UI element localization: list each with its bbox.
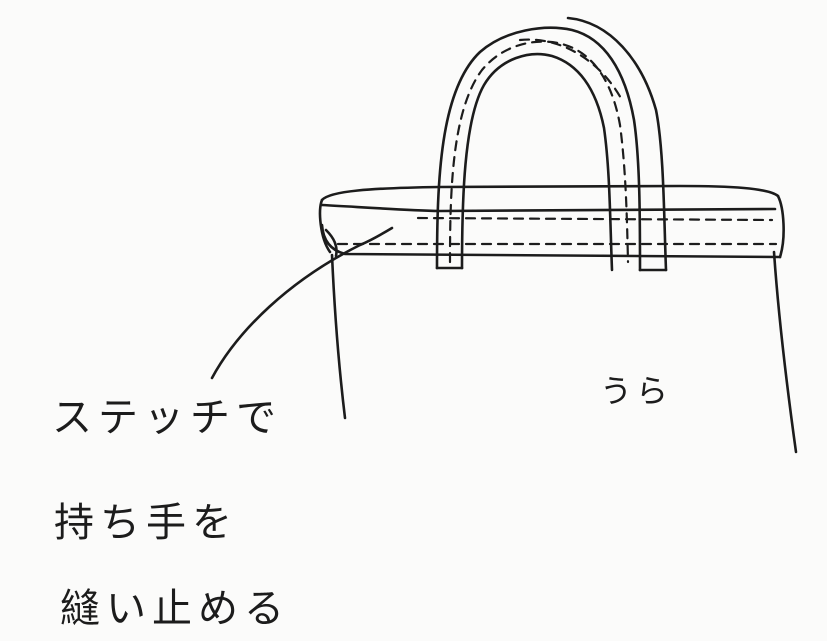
hem-band-curl: [324, 228, 338, 258]
hem-band-left-end: [318, 198, 332, 254]
rear-strap-stitch-line: [518, 38, 624, 102]
bag-right-side: [772, 250, 798, 454]
handle-outer-edge: [435, 26, 642, 272]
handle-inner-edge: [460, 52, 614, 272]
handle-stitch-line: [448, 40, 630, 264]
hem-band-top-edge: [320, 184, 780, 202]
note-text-line-1: ステッチで: [52, 395, 282, 441]
hem-band-fold-line: [320, 203, 777, 213]
bag-side-label: うら: [600, 372, 673, 410]
bag-left-side: [330, 253, 347, 420]
note-text-line-3: 縫い止める: [60, 586, 290, 632]
note-text-line-2: 持ち手を: [54, 500, 238, 546]
rear-strap-outer-edge: [566, 16, 668, 272]
pointer-line: [210, 226, 394, 380]
hem-band-right-end: [776, 194, 785, 259]
hem-stitch-upper: [416, 216, 774, 222]
